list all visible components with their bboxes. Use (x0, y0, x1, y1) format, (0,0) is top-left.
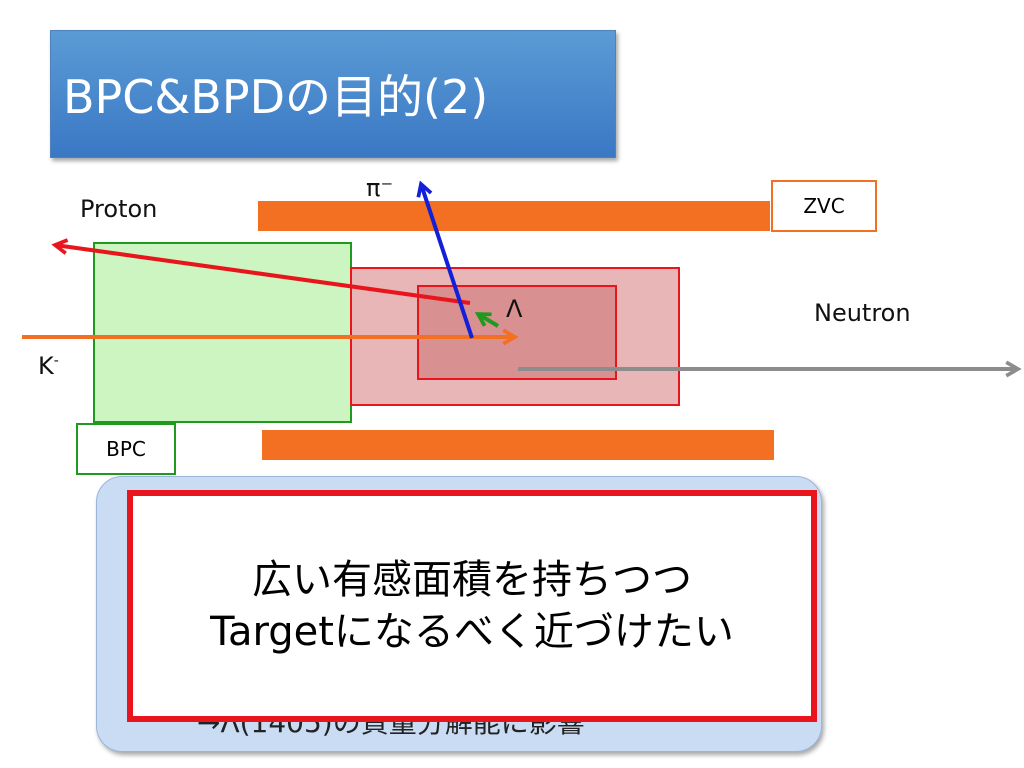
pi-minus-label: π⁻ (366, 174, 394, 202)
bpc-tag-text: BPC (106, 437, 146, 461)
proton-label: Proton (80, 195, 158, 223)
callout-box: 広い有感面積を持ちつつ Targetになるべく近づけたい (127, 490, 817, 722)
zvc-bar-bottom (262, 430, 774, 460)
zvc-tag-text: ZVC (803, 194, 845, 218)
zvc-bar-top (258, 201, 770, 231)
proton-track (55, 245, 471, 305)
zvc-tag: ZVC (771, 180, 877, 232)
kaon-label-base: K (38, 352, 54, 380)
pion-track (421, 184, 474, 339)
callout-line-2: Targetになるべく近づけたい (210, 609, 734, 655)
slide-title: BPC&BPDの目的(2) (50, 30, 616, 158)
lambda-label: Λ (506, 295, 523, 323)
kaon-label: K- (38, 354, 59, 378)
neutron-label: Neutron (814, 299, 911, 327)
kaon-label-sup: - (53, 353, 59, 369)
slide-title-text: BPC&BPDの目的(2) (63, 70, 489, 124)
bpc-detector (93, 242, 352, 423)
callout-line-1: 広い有感面積を持ちつつ (252, 557, 692, 603)
lambda-track (478, 314, 500, 328)
bpc-tag: BPC (76, 423, 176, 475)
